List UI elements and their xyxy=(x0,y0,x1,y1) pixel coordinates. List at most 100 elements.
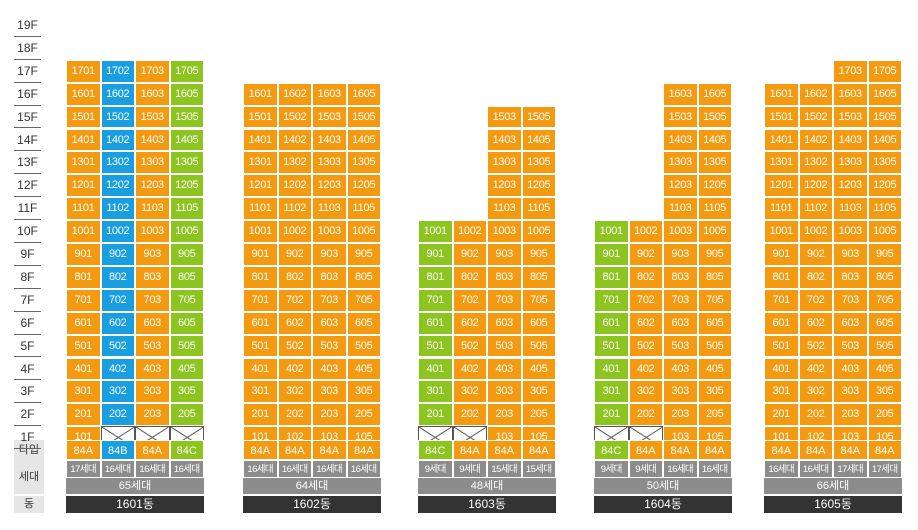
unit-702: 702 xyxy=(452,288,487,312)
unit-705: 705 xyxy=(346,288,381,312)
unit-505: 505 xyxy=(346,334,381,358)
floor-label: 17F xyxy=(14,60,41,83)
unit-303: 303 xyxy=(312,380,347,404)
building-total: 65세대 xyxy=(66,478,204,494)
unit-1303: 1303 xyxy=(663,151,698,175)
unit-1501: 1501 xyxy=(764,105,799,129)
unit-1401: 1401 xyxy=(764,128,799,152)
unit-902: 902 xyxy=(452,243,487,266)
unit-305: 305 xyxy=(169,380,204,404)
unit-605: 605 xyxy=(346,311,381,335)
unit-702: 702 xyxy=(277,288,312,312)
unit-1202: 1202 xyxy=(277,174,312,198)
unit-1101: 1101 xyxy=(243,197,278,221)
unit-1001: 1001 xyxy=(66,220,101,243)
unit-1605: 1605 xyxy=(867,82,902,106)
unit-1105: 1105 xyxy=(697,197,732,221)
unit-305: 305 xyxy=(697,380,732,404)
unit-605: 605 xyxy=(521,311,556,335)
households-cell: 9세대 xyxy=(594,460,629,478)
unit-302: 302 xyxy=(798,380,833,404)
unit-403: 403 xyxy=(833,357,868,381)
unit-901: 901 xyxy=(243,243,278,266)
type-cell: 84A xyxy=(312,440,347,460)
unit-1305: 1305 xyxy=(346,151,381,175)
unit-602: 602 xyxy=(798,311,833,335)
unit-401: 401 xyxy=(764,357,799,381)
unit-1202: 1202 xyxy=(100,174,135,198)
unit-602: 602 xyxy=(277,311,312,335)
type-cell: 84A xyxy=(833,440,868,460)
unit-1103: 1103 xyxy=(487,197,522,221)
unit-1205: 1205 xyxy=(169,174,204,198)
unit-503: 503 xyxy=(663,334,698,358)
unit-402: 402 xyxy=(452,357,487,381)
type-cell: 84A xyxy=(867,440,902,460)
unit-802: 802 xyxy=(277,265,312,289)
unit-505: 505 xyxy=(867,334,902,358)
unit-1305: 1305 xyxy=(169,151,204,175)
type-cell: 84A xyxy=(66,440,101,460)
type-cell: 84A xyxy=(135,440,170,460)
unit-501: 501 xyxy=(764,334,799,358)
households-cell: 16세대 xyxy=(764,460,799,478)
unit-501: 501 xyxy=(243,334,278,358)
unit-901: 901 xyxy=(764,243,799,266)
unit-802: 802 xyxy=(452,265,487,289)
type-cell: 84A xyxy=(521,440,556,460)
unit-503: 503 xyxy=(833,334,868,358)
unit-701: 701 xyxy=(66,288,101,312)
unit-202: 202 xyxy=(100,403,135,427)
unit-705: 705 xyxy=(521,288,556,312)
unit-1205: 1205 xyxy=(346,174,381,198)
unit-1302: 1302 xyxy=(277,151,312,175)
unit-902: 902 xyxy=(628,243,663,266)
unit-1205: 1205 xyxy=(867,174,902,198)
unit-205: 205 xyxy=(867,403,902,427)
households-cell: 16세대 xyxy=(135,460,170,478)
unit-1403: 1403 xyxy=(135,128,170,152)
floor-label: 4F xyxy=(14,358,41,381)
unit-402: 402 xyxy=(277,357,312,381)
unit-1505: 1505 xyxy=(867,105,902,129)
unit-402: 402 xyxy=(798,357,833,381)
unit-803: 803 xyxy=(487,265,522,289)
unit-1703: 1703 xyxy=(833,59,868,83)
unit-1601: 1601 xyxy=(66,82,101,106)
unit-1401: 1401 xyxy=(66,128,101,152)
unit-1301: 1301 xyxy=(66,151,101,175)
unit-902: 902 xyxy=(100,243,135,266)
floor-label: 16F xyxy=(14,83,41,106)
unit-601: 601 xyxy=(764,311,799,335)
unit-1502: 1502 xyxy=(277,105,312,129)
unit-901: 901 xyxy=(66,243,101,266)
unit-305: 305 xyxy=(867,380,902,404)
unit-202: 202 xyxy=(277,403,312,427)
unit-1503: 1503 xyxy=(487,105,522,129)
unit-1405: 1405 xyxy=(867,128,902,152)
unit-405: 405 xyxy=(169,357,204,381)
unit-801: 801 xyxy=(764,265,799,289)
unit-1505: 1505 xyxy=(169,105,204,129)
unit-1005: 1005 xyxy=(346,220,381,243)
unit-1302: 1302 xyxy=(100,151,135,175)
unit-405: 405 xyxy=(346,357,381,381)
unit-805: 805 xyxy=(169,265,204,289)
unit-705: 705 xyxy=(697,288,732,312)
households-cell: 9세대 xyxy=(418,460,453,478)
unit-1405: 1405 xyxy=(346,128,381,152)
floor-label: 12F xyxy=(14,174,41,198)
floor-label: 13F xyxy=(14,151,41,175)
floor-label: 1F xyxy=(14,426,41,450)
building-name: 1602동 xyxy=(243,496,381,513)
unit-1605: 1605 xyxy=(169,82,204,106)
unit-803: 803 xyxy=(833,265,868,289)
unit-1105: 1105 xyxy=(521,197,556,221)
unit-1705: 1705 xyxy=(867,59,902,83)
unit-1501: 1501 xyxy=(66,105,101,129)
unit-1003: 1003 xyxy=(135,220,170,243)
unit-701: 701 xyxy=(243,288,278,312)
unit-701: 701 xyxy=(594,288,629,312)
unit-705: 705 xyxy=(867,288,902,312)
